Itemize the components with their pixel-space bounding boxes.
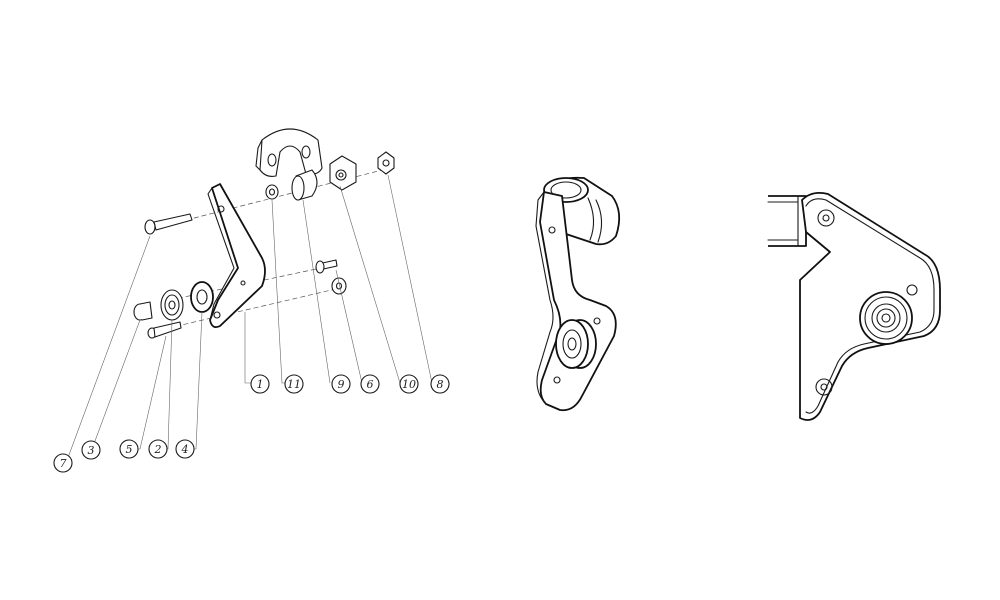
washer-small xyxy=(331,277,347,295)
leader-lines xyxy=(65,174,433,464)
svg-text:4: 4 xyxy=(181,443,189,456)
bearing-2 xyxy=(160,289,184,321)
spacer-9 xyxy=(291,169,318,201)
callout-6: 6 xyxy=(360,374,380,394)
washer-4 xyxy=(190,281,214,313)
svg-text:11: 11 xyxy=(287,378,301,391)
washer-11 xyxy=(265,184,279,200)
callout-3: 3 xyxy=(81,440,101,460)
front-view-bearing xyxy=(859,291,913,345)
callouts: 1 11 9 6 10 8 xyxy=(53,374,450,473)
svg-text:2: 2 xyxy=(154,443,162,456)
side-front-view xyxy=(767,191,941,421)
assembled-wheel xyxy=(555,319,597,369)
svg-text:6: 6 xyxy=(367,378,374,391)
svg-text:8: 8 xyxy=(437,378,444,391)
svg-text:9: 9 xyxy=(338,378,345,391)
exploded-view: 1 11 9 6 10 8 xyxy=(53,128,450,473)
callout-5: 5 xyxy=(119,439,139,459)
svg-text:3: 3 xyxy=(88,444,95,457)
callout-7: 7 xyxy=(53,453,73,473)
bolt-5 xyxy=(147,321,182,339)
callout-1: 1 xyxy=(250,374,270,394)
bolt-6 xyxy=(315,259,338,274)
callout-11: 11 xyxy=(284,374,304,394)
bolt-3 xyxy=(133,301,153,321)
bracket-plate xyxy=(207,183,266,329)
nut-8 xyxy=(377,151,395,175)
svg-text:10: 10 xyxy=(402,378,416,391)
callout-4: 4 xyxy=(175,439,195,459)
svg-text:5: 5 xyxy=(126,443,133,456)
svg-text:7: 7 xyxy=(60,457,67,470)
svg-text:1: 1 xyxy=(257,378,264,391)
callout-10: 10 xyxy=(399,374,419,394)
callout-9: 9 xyxy=(331,374,351,394)
nut-block-10 xyxy=(329,155,357,191)
bolt-7 xyxy=(144,213,193,235)
callout-8: 8 xyxy=(430,374,450,394)
callout-2: 2 xyxy=(148,439,168,459)
assembled-isometric-view xyxy=(535,176,621,412)
tube-clamp xyxy=(255,128,323,177)
